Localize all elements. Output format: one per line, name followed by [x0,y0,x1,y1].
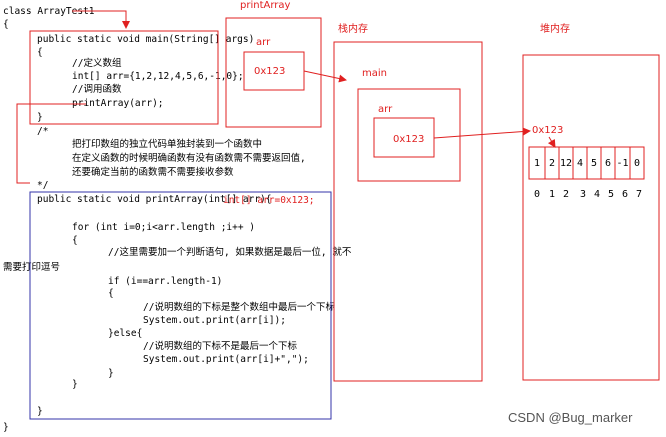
main-arr-pointer-arrow [433,127,531,139]
stack-memory-title: 栈内存 [338,24,368,35]
comment-define-array: //定义数组 [72,58,122,69]
comment-last-element: //这里需要加一个判断语句, 如果数据是最后一位, 就不 [108,247,352,258]
print-array-code-box [29,191,332,420]
array-cell: 6 [604,157,612,169]
heap-memory-title: 堆内存 [540,24,570,35]
array-cell: 1 [533,157,541,169]
class-name-arrow [72,10,130,29]
print-last-element: System.out.print(arr[i]); [143,315,286,326]
print-array-frame-title: printArray [240,0,291,11]
main-code-box [29,30,219,125]
block-comment-end: */ [37,180,49,191]
array-index: 6 [621,189,629,200]
class-close-brace: } [3,422,9,433]
array-index: 0 [533,189,541,200]
heap-address-label: 0x123 [532,125,564,136]
array-index: 4 [593,189,601,200]
array-index: 5 [607,189,615,200]
class-open-brace: { [3,19,9,30]
parameter-annotation: int[] arr=0x123; [223,195,315,206]
main-signature: public static void main(String[] args) [37,34,255,45]
if-statement: if (i==arr.length-1) [108,276,223,287]
for-open-brace: { [72,235,78,246]
stack-memory-box [333,41,483,382]
for-close-brace: } [72,379,78,390]
comment-if-branch: //说明数组的下标是整个数组中最后一个下标 [143,302,335,313]
main-frame-label: main [362,68,387,79]
print-arr-pointer-arrow [303,70,347,83]
comment-else-branch: //说明数组的下标不是最后一个下标 [143,341,297,352]
note-line-1: 把打印数组的独立代码单独封装到一个函数中 [72,139,263,150]
method-close-brace: } [37,406,43,417]
print-arr-label: arr [256,37,271,48]
print-array-frame [225,17,322,128]
note-line-3: 还要确定当前的函数需不需要接收参数 [72,167,234,178]
array-cell: 0 [633,157,641,169]
call-print-array: printArray(arr); [72,98,164,109]
array-index: 3 [579,189,587,200]
print-with-comma: System.out.print(arr[i]+","); [143,354,309,365]
array-cell: 12 [559,157,573,169]
for-loop: for (int i=0;i<arr.length ;i++ ) [72,222,256,233]
array-declaration: int[] arr={1,2,12,4,5,6,-1,0}; [72,71,244,82]
main-frame-box [357,88,461,182]
print-arr-value: 0x123 [254,66,286,77]
array-cell: 5 [590,157,598,169]
watermark: CSDN @Bug_marker [508,410,633,425]
array-index: 2 [562,189,570,200]
array-cell: 4 [576,157,584,169]
main-arr-value: 0x123 [393,134,425,145]
if-close-brace: } [108,368,114,379]
array-cell: -1 [616,157,629,169]
main-close-brace: } [37,112,43,123]
array-index: 1 [548,189,556,200]
main-open-brace: { [37,47,43,58]
main-arr-label: arr [378,104,393,115]
heap-memory-box [522,54,660,381]
note-line-2: 在定义函数的时候明确函数有没有函数需不需要返回值, [72,153,306,164]
block-comment-start: /* [37,126,49,137]
class-declaration: class ArrayTest1 [3,6,95,17]
comment-last-element-cont: 需要打印逗号 [3,262,61,273]
call-to-method-connector [16,103,86,184]
heap-address-arrow [547,136,556,148]
array-index: 7 [635,189,643,200]
else-statement: }else{ [108,328,143,339]
print-array-signature: public static void printArray(int[] arr)… [37,194,272,205]
if-open-brace: { [108,288,114,299]
comment-call-function: //调用函数 [72,84,122,95]
array-cell: 2 [548,157,556,169]
